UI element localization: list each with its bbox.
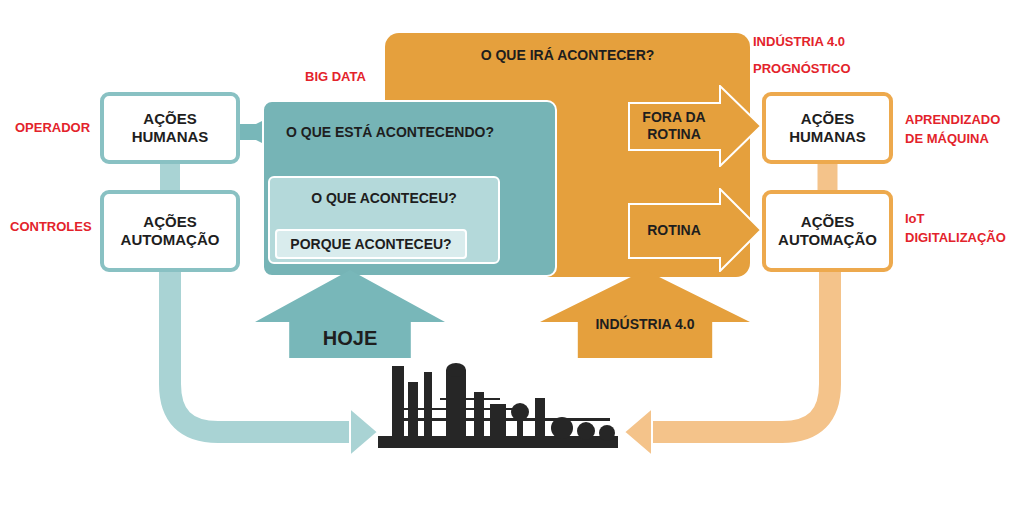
arrow-fill — [629, 189, 761, 271]
annotation-label: OPERADOR — [15, 119, 90, 138]
connector — [170, 164, 171, 190]
annotation-label: PROGNÓSTICO — [753, 60, 851, 79]
box-text: ROTINA — [647, 222, 701, 239]
action-box: AÇÕES AUTOMAÇÃO — [762, 190, 893, 272]
action-box: AÇÕES HUMANAS — [762, 92, 893, 164]
box-text: AÇÕES AUTOMAÇÃO — [775, 213, 881, 249]
arrow-shape: FORA DA ROTINA — [628, 85, 762, 167]
connector — [827, 164, 828, 190]
connector-line — [240, 124, 262, 140]
arrow-fill — [540, 270, 750, 358]
box-text: AÇÕES AUTOMAÇÃO — [117, 213, 223, 249]
box-text: O QUE IRÁ ACONTECER? — [481, 47, 655, 64]
up-arrow-shape: HOJE — [255, 270, 445, 358]
box-text: PORQUE ACONTECEU? — [290, 236, 451, 253]
up-arrow-outline — [540, 270, 750, 358]
box-text: O QUE ESTÁ ACONTECENDO? — [286, 124, 494, 141]
box-text: HOJE — [323, 326, 377, 350]
arrow-shape: ROTINA — [628, 188, 762, 272]
action-box: AÇÕES HUMANAS — [100, 92, 240, 164]
box-text: AÇÕES HUMANAS — [117, 110, 223, 146]
box-text: O QUE ACONTECEU? — [311, 190, 457, 207]
past-panel: O QUE ACONTECEU? PORQUE ACONTECEU? — [268, 176, 500, 264]
arrow-fill — [629, 86, 761, 166]
cause-box: PORQUE ACONTECEU? — [275, 229, 467, 259]
present-panel: O QUE ESTÁ ACONTECENDO? O QUE ACONTECEU? P… — [262, 100, 557, 277]
arrow-fill — [255, 270, 445, 358]
box-text: INDÚSTRIA 4.0 — [595, 316, 694, 333]
annotation-label: IoT DIGITALIZAÇÃO — [905, 210, 1017, 248]
action-box: AÇÕES AUTOMAÇÃO — [100, 190, 240, 272]
box-text: FORA DA ROTINA — [634, 109, 714, 143]
annotation-label: INDÚSTRIA 4.0 — [753, 33, 845, 52]
connector-line — [818, 164, 838, 190]
up-arrow-shape: INDÚSTRIA 4.0 — [540, 270, 750, 358]
connector-line — [160, 164, 180, 190]
annotation-label: BIG DATA — [305, 68, 366, 87]
box-text: AÇÕES HUMANAS — [775, 110, 881, 146]
plant-silhouette — [378, 363, 618, 448]
connector — [240, 132, 262, 133]
annotation-label: CONTROLES — [10, 218, 92, 237]
annotation-label: APRENDIZADO DE MÁQUINA — [905, 111, 1017, 149]
